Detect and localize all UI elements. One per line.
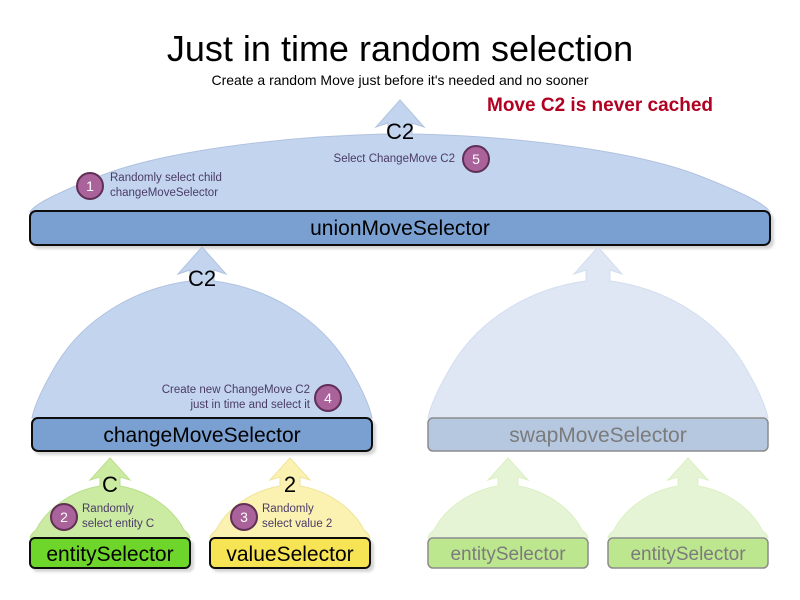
step-5-note: Select ChangeMove C2 <box>333 153 455 165</box>
step-badge-4-circle <box>314 384 342 412</box>
swap-entity-right-box <box>607 537 769 569</box>
entity-selector-label[interactable]: entitySelector <box>46 543 174 566</box>
swap-move-selector-box <box>427 417 769 452</box>
value-selector-box <box>209 537 371 569</box>
step-badge-2-circle <box>50 503 78 531</box>
change-move-selector-label[interactable]: changeMoveSelector <box>103 424 301 447</box>
step-1-note-line1: Randomly select child <box>110 172 222 184</box>
step-badge-3-circle <box>230 503 258 531</box>
step-1-badge: 1 <box>86 178 94 194</box>
page-title: Just in time random selection <box>166 28 634 69</box>
step-2-note-line2: select entity C <box>82 518 155 530</box>
swap-entity-selector-left-label[interactable]: entitySelector <box>450 544 566 565</box>
swap-entity-left-box <box>427 537 589 569</box>
step-4-note-line2: just in time and select it <box>190 399 310 411</box>
swap-flow-bell <box>427 246 769 419</box>
change-move-selector-box <box>31 417 373 452</box>
union-move-selector-box <box>29 210 771 246</box>
union-move-selector-label[interactable]: unionMoveSelector <box>310 217 490 240</box>
union-flow-label: C2 <box>385 119 415 144</box>
swap-move-selector-label[interactable]: swapMoveSelector <box>509 424 687 447</box>
value-selector-flow-label: 2 <box>283 472 297 497</box>
entity-selector-box <box>29 537 191 569</box>
swap-entity-selector-right-label[interactable]: entitySelector <box>630 544 746 565</box>
change-flow-label: C2 <box>187 266 217 291</box>
step-badge-1-circle <box>76 172 104 200</box>
swap-entity-right-bell <box>607 457 769 539</box>
never-cached-warning: Move C2 is never cached <box>487 95 713 116</box>
step-3-note-line1: Randomly <box>262 503 314 515</box>
step-1-note-line2: changeMoveSelector <box>110 187 219 199</box>
step-3-note-line2: select value 2 <box>262 518 333 530</box>
step-4-badge: 4 <box>324 390 332 406</box>
step-4-note-line1: Create new ChangeMove C2 <box>161 384 310 396</box>
swap-entity-left-bell <box>427 457 589 539</box>
page-subtitle: Create a random Move just before it's ne… <box>211 72 589 88</box>
entity-selector-flow-label: C <box>102 472 118 497</box>
step-badge-5-circle <box>462 145 490 173</box>
step-5-badge: 5 <box>472 151 480 167</box>
step-2-note-line1: Randomly <box>82 503 134 515</box>
step-3-badge: 3 <box>240 509 248 525</box>
value-selector-label[interactable]: valueSelector <box>226 543 354 566</box>
step-2-badge: 2 <box>60 509 68 525</box>
